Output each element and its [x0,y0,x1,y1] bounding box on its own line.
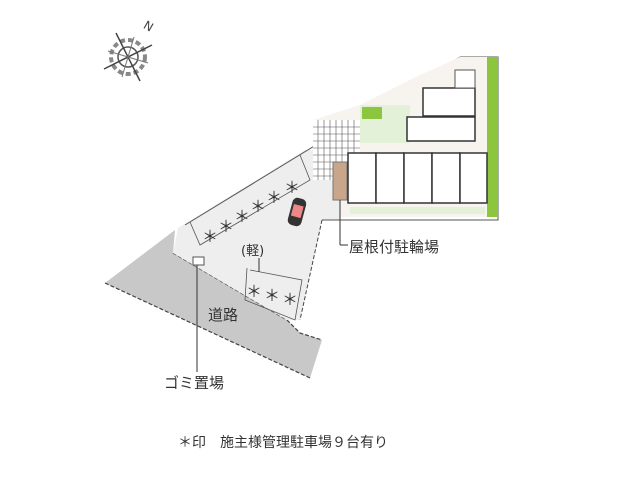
compass-north-label: N [141,18,156,35]
garbage-area [192,256,205,266]
compass-icon [103,32,153,82]
parking-mark: ＊ [266,188,282,207]
bike-parking [332,161,348,201]
road [105,230,322,378]
parking-spaces [189,154,311,246]
road-label: 道路 [208,306,239,324]
parking-mark: ＊ [246,282,262,301]
parking-lot [173,150,340,320]
upper-building [422,87,476,117]
kei-car-label: (軽) [241,244,265,259]
parking-mark: ＊ [284,178,300,197]
garbage-label: ゴミ置場 [164,374,225,392]
footnote: ＊印 施主様管理駐車場９台有り [178,435,388,451]
building-units [347,152,488,204]
parking-mark: ＊ [202,227,218,246]
parking-mark: ＊ [282,290,298,309]
garden-strip [487,57,498,217]
car-icon [287,197,307,227]
parking-marks: ＊ ＊ ＊ ＊ ＊ ＊ ＊ ＊ ＊ [202,178,300,309]
parking-mark: ＊ [218,217,234,236]
bike-parking-label: 屋根付駐輪場 [349,238,440,256]
parking-mark: ＊ [234,207,250,226]
parking-mark: ＊ [264,286,280,305]
upper-building [406,116,476,142]
parking-mark: ＊ [250,197,266,216]
